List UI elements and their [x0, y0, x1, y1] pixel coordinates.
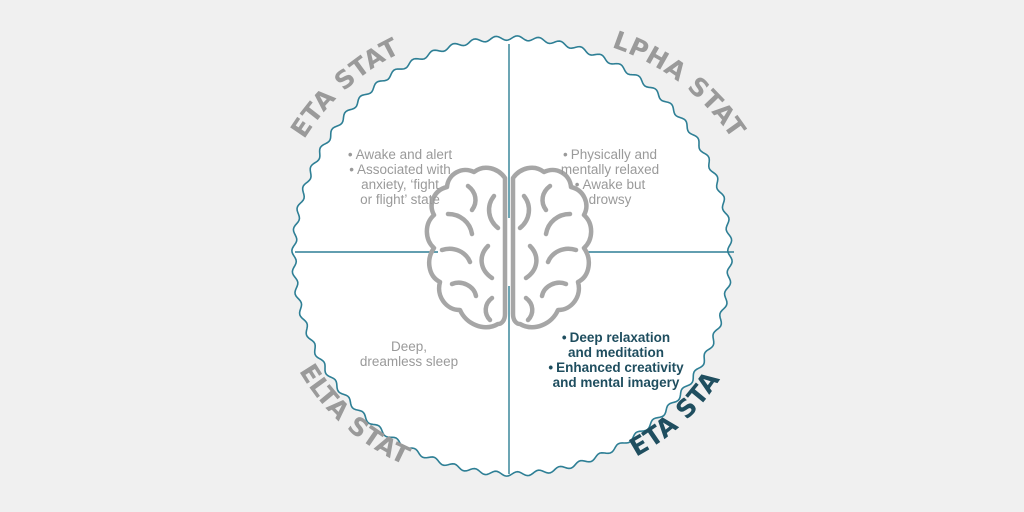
list-item: •Associated with [349, 162, 451, 177]
brain-icon [424, 165, 594, 330]
delta-state-description: Deep, dreamless sleep [359, 339, 459, 369]
beta-state-description: •Awake and alert •Associated with anxiet… [330, 147, 470, 207]
list-item: •Awake and alert [347, 147, 453, 162]
theta-state-description: •Deep relaxation and meditation •Enhance… [536, 330, 696, 390]
list-item: •Enhanced creativity [548, 360, 684, 375]
list-item: •Awake but [574, 177, 646, 192]
list-item: •Physically and [562, 147, 658, 162]
alpha-state-description: •Physically and mentally relaxed •Awake … [540, 147, 680, 207]
list-item: •Deep relaxation [561, 330, 671, 345]
